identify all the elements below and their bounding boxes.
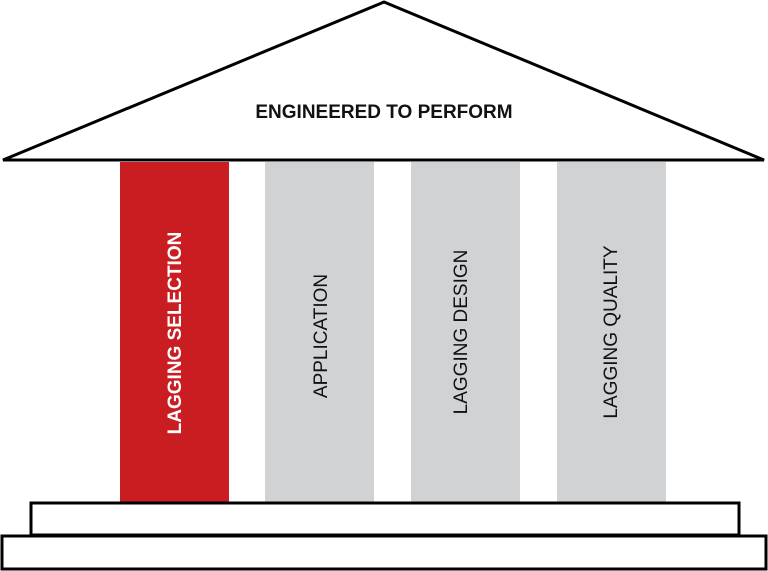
roof	[2, 0, 765, 162]
pillar-lagging-design	[411, 162, 520, 504]
pillar-label-lagging-selection: LAGGING SELECTION	[165, 232, 186, 435]
pillar-lagging-quality	[557, 162, 666, 504]
base-step-upper-block	[29, 501, 741, 537]
base-step-lower-block	[0, 534, 768, 571]
pillar-label-lagging-design: LAGGING DESIGN	[451, 250, 472, 415]
pillars: LAGGING SELECTION APPLICATION LAGGING DE…	[120, 162, 666, 504]
pillar-label-lagging-quality: LAGGING QUALITY	[601, 245, 622, 418]
roof-title: ENGINEERED TO PERFORM	[255, 102, 512, 123]
pillar-application	[265, 162, 374, 504]
pillar-label-application: APPLICATION	[311, 274, 332, 398]
pillar-lagging-selection	[120, 162, 229, 504]
